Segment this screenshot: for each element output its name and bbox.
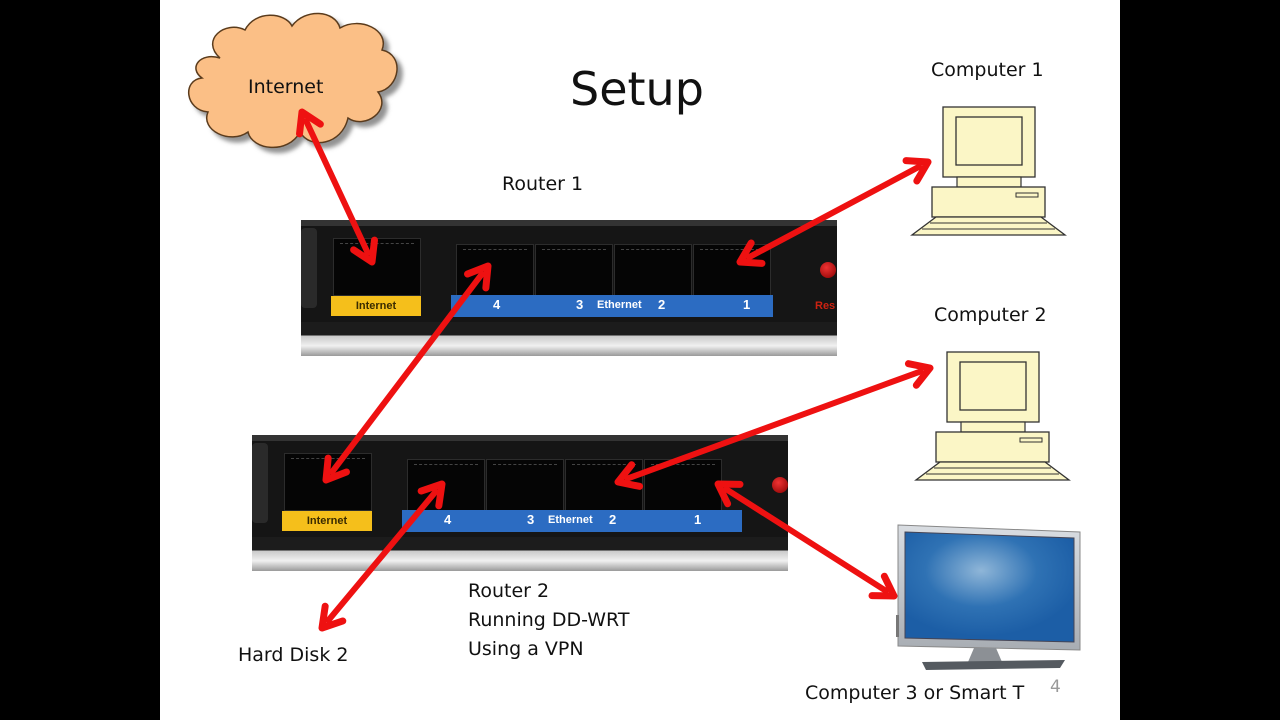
port-number-2: 2	[609, 512, 617, 527]
router-2-internet-port	[284, 453, 372, 511]
port-number-4: 4	[493, 297, 501, 312]
page-number: 4	[1050, 677, 1061, 697]
router-1: Internet 4 3 Ethernet 2 1 Res	[301, 220, 837, 356]
router-1-port-3	[535, 244, 613, 296]
router-1-port-4	[456, 244, 534, 296]
computer-3-label: Computer 3 or Smart T	[805, 682, 1025, 704]
computer-2-icon	[914, 351, 1071, 481]
slide-title: Setup	[570, 62, 704, 116]
computer-2-label: Computer 2	[934, 304, 1047, 326]
router-1-reset-label: Res	[815, 300, 836, 312]
router-2-port-2	[565, 459, 643, 511]
router-1-port-1	[693, 244, 771, 296]
router-1-ethernet-strip: 4 3 Ethernet 2 1	[451, 295, 773, 317]
router-1-internet-port	[333, 238, 421, 296]
router-2: Internet 4 3 Ethernet 2 1	[252, 435, 788, 571]
router-1-internet-badge: Internet	[331, 296, 421, 316]
router-2-firmware-label: Running DD-WRT	[468, 609, 630, 631]
hard-disk-label: Hard Disk 2	[238, 644, 349, 666]
port-number-3: 3	[576, 297, 584, 312]
router-2-label: Router 2	[468, 580, 550, 602]
internet-label: Internet	[248, 76, 324, 98]
router-1-label: Router 1	[502, 173, 584, 195]
router-2-reset-button	[772, 477, 788, 493]
computer-1-icon	[910, 106, 1067, 236]
router-2-port-4	[407, 459, 485, 511]
computer-1-label: Computer 1	[931, 59, 1044, 81]
router-2-vpn-label: Using a VPN	[468, 638, 584, 660]
router-1-port-2	[614, 244, 692, 296]
router-2-port-3	[486, 459, 564, 511]
router-1-reset-button	[820, 262, 836, 278]
router-2-ethernet-strip: 4 3 Ethernet 2 1	[402, 510, 742, 532]
internet-cloud-icon	[187, 12, 398, 149]
port-number-1: 1	[743, 297, 751, 312]
port-number-2: 2	[658, 297, 666, 312]
ethernet-label: Ethernet	[597, 299, 642, 311]
router-2-internet-badge: Internet	[282, 511, 372, 531]
port-number-4: 4	[444, 512, 452, 527]
diagram-shapes	[187, 12, 1081, 670]
port-number-1: 1	[694, 512, 702, 527]
router-2-port-1	[644, 459, 722, 511]
ethernet-label: Ethernet	[548, 514, 593, 526]
smart-tv-icon	[896, 524, 1081, 670]
slide: Internet Setup Router 1 Computer 1 Compu…	[160, 0, 1120, 720]
port-number-3: 3	[527, 512, 535, 527]
